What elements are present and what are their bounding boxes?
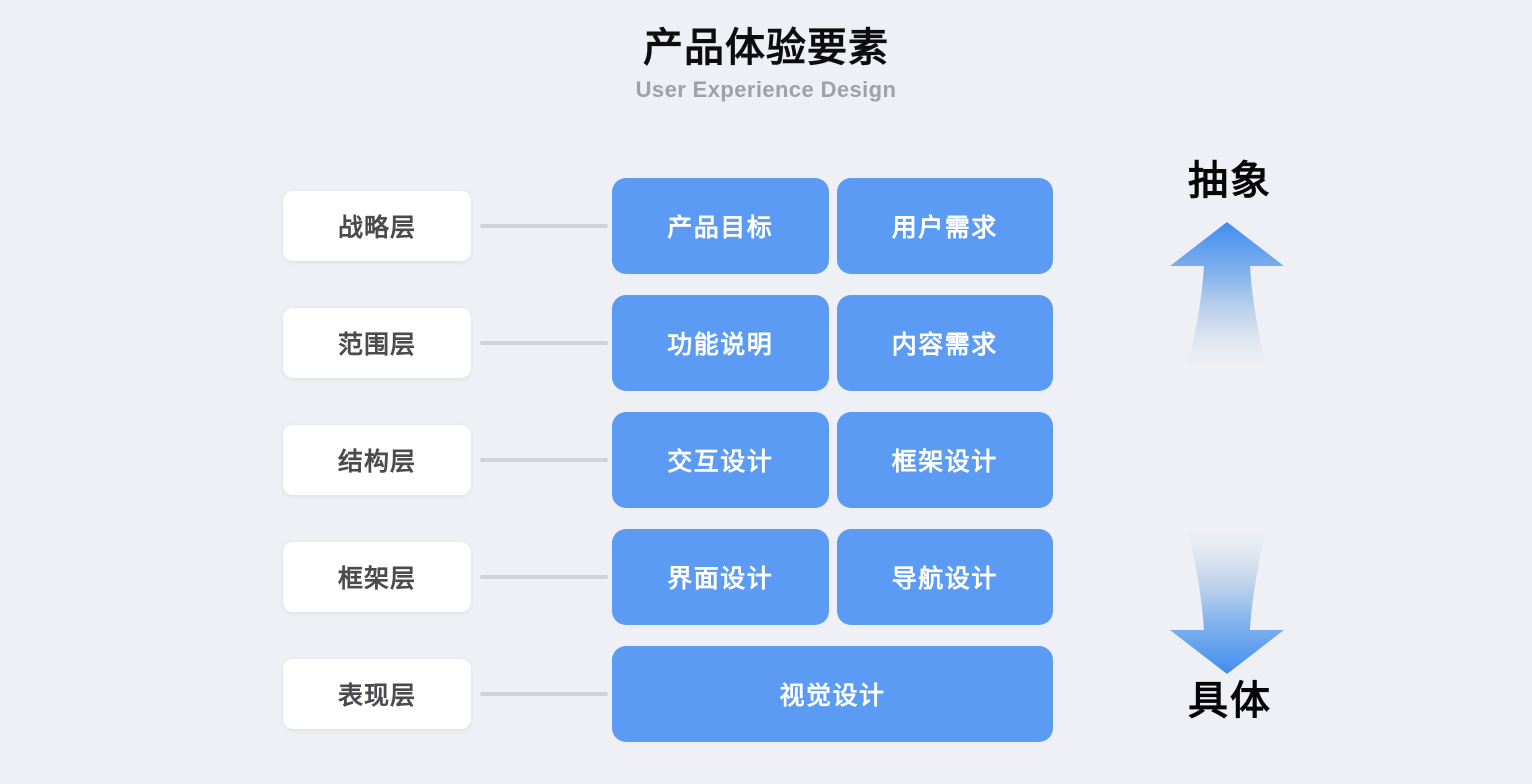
layer-chip-skeleton[interactable]: 框架层 [283,542,471,612]
layer-chip-label: 结构层 [337,448,416,476]
connector-line [480,575,608,579]
card[interactable]: 界面设计 [612,529,829,625]
connector-line [480,692,608,696]
card[interactable]: 用户需求 [836,178,1053,274]
layer-row: 范围层 功能说明 内容需求 [283,295,1053,391]
layer-chip-surface[interactable]: 表现层 [283,659,471,729]
layer-cards: 功能说明 内容需求 [612,295,1053,391]
card[interactable]: 功能说明 [612,295,829,391]
card[interactable]: 内容需求 [836,295,1053,391]
card[interactable]: 视觉设计 [612,646,1053,742]
layer-row: 框架层 界面设计 导航设计 [283,529,1053,625]
abstraction-axis: 抽象 [1140,140,1320,740]
layer-cards: 交互设计 框架设计 [612,412,1053,508]
layer-chip-label: 框架层 [337,565,416,593]
connector-line [480,341,608,345]
layer-chip-structure[interactable]: 结构层 [283,425,471,495]
card[interactable]: 导航设计 [836,529,1053,625]
card[interactable]: 框架设计 [836,412,1053,508]
layer-chip-label: 表现层 [337,682,416,710]
axis-label-concrete: 具体 [1188,679,1272,723]
layer-row: 结构层 交互设计 框架设计 [283,412,1053,508]
layer-cards: 产品目标 用户需求 [612,178,1053,274]
page-header: 产品体验要素 User Experience Design [0,24,1532,105]
page-subtitle: User Experience Design [635,77,897,102]
layer-cards: 界面设计 导航设计 [612,529,1053,625]
page-title: 产品体验要素 [643,26,889,70]
layer-row: 表现层 视觉设计 [283,646,1053,742]
layer-row: 战略层 产品目标 用户需求 [283,178,1053,274]
axis-label-abstract: 抽象 [1188,159,1272,203]
layer-chip-scope[interactable]: 范围层 [283,308,471,378]
layer-cards: 视觉设计 [612,646,1053,742]
ux-layers-diagram: 战略层 产品目标 用户需求 范围层 功能说明 内容需求 结构层 交互设计 框架设… [0,160,1532,742]
connector-line [480,458,608,462]
layer-chip-strategy[interactable]: 战略层 [283,191,471,261]
connector-line [480,224,608,228]
card[interactable]: 交互设计 [612,412,829,508]
card[interactable]: 产品目标 [612,178,829,274]
arrow-down-icon [1162,528,1292,678]
layer-chip-label: 战略层 [337,214,416,242]
arrow-up-icon [1162,218,1292,368]
layer-chip-label: 范围层 [337,331,416,359]
